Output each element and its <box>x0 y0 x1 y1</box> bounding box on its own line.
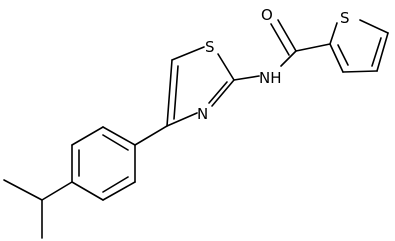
bond-carbonyl-thiophene <box>295 43 331 52</box>
thiazole-nitrogen-label: N <box>197 105 208 123</box>
phenyl-ring <box>71 126 136 201</box>
bond-th-c3-c2-double <box>337 44 349 66</box>
bond-c5-s1 <box>171 46 205 61</box>
bond-phenyl-double-c <box>102 176 129 193</box>
bond-ch-to-ring <box>41 181 73 201</box>
bond-nh-carbonyl <box>280 50 297 67</box>
bond-c2-n3-double <box>208 81 228 104</box>
bond-ch-methyl-left <box>3 179 43 201</box>
amide-linkage <box>233 19 331 81</box>
bond-th-c5-c4-double <box>371 37 382 67</box>
thiazole-sulfur-label: S <box>205 38 215 56</box>
bond-co-double-b <box>270 23 290 56</box>
bond-phenyl-5 <box>102 181 136 201</box>
bond-phenyl-3 <box>102 126 136 146</box>
carbonyl-oxygen-label: O <box>261 6 273 24</box>
bond-n3-c4 <box>166 112 198 127</box>
bond-c4-c5 <box>166 59 173 127</box>
bond-phenyl-double-b <box>102 134 129 151</box>
bond-th-c4-c3 <box>342 70 378 73</box>
bond-s1-c2 <box>217 53 235 81</box>
bond-phenyl-2 <box>71 126 104 146</box>
bond-c2-n3 <box>211 79 235 107</box>
thiazole-ring <box>166 46 235 127</box>
bond-phenyl-thiazole <box>134 125 168 146</box>
bond-phenyl-6 <box>71 181 104 201</box>
isopropyl-group <box>3 179 73 239</box>
bond-th-s-c5 <box>359 19 389 34</box>
bond-th-c3-c2 <box>329 43 344 73</box>
bond-c4-c5-double <box>173 65 179 120</box>
thiophene-sulfur-label: S <box>340 9 350 27</box>
bond-co-double-a <box>277 19 297 52</box>
bond-th-c5-c4 <box>376 32 389 72</box>
bond-c2-nh <box>233 75 260 81</box>
bond-th-c2-s <box>329 22 338 45</box>
amide-nh-label: NH <box>259 69 282 87</box>
thiophene-ring <box>329 19 389 73</box>
